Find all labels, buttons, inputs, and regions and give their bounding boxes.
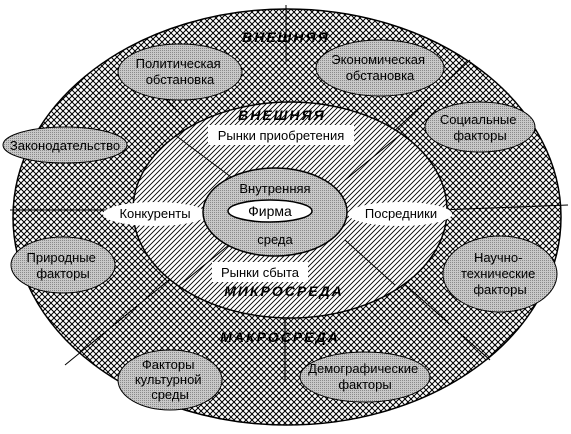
inner-subtitle: среда xyxy=(257,232,293,247)
middle-subtitle: МИКРОСРЕДА xyxy=(224,283,344,299)
micro-right-label-bg xyxy=(348,202,452,226)
scientific-factor-oval xyxy=(442,235,558,313)
social-factor-oval xyxy=(424,101,536,153)
micro-left-label-bg xyxy=(103,202,207,226)
micro-dividers xyxy=(174,134,401,286)
firm-label: Фирма xyxy=(248,203,292,219)
economic-factor-oval xyxy=(315,39,445,97)
micro-left-label: Конкуренты xyxy=(119,206,190,221)
political-factor-label: Политическая обстановка xyxy=(136,56,225,87)
social-factor-label: Социальные факторы xyxy=(440,112,520,143)
scientific-factor-label: Научно- технические факторы xyxy=(461,250,539,297)
legislation-factor-oval xyxy=(2,126,128,164)
demographic-factor-label: Демографические факторы xyxy=(308,361,422,392)
cultural-factor-label: Факторы культурной среды xyxy=(135,357,205,402)
inner-title: Внутренняя xyxy=(239,181,310,196)
micro-bottom-label: Рынки сбыта xyxy=(221,265,300,280)
micro-bottom-label-bg xyxy=(212,262,308,282)
economic-factor-label: Экономическая обстановка xyxy=(331,52,428,83)
macro-factor-ovals xyxy=(2,39,558,411)
natural-factor-label: Природные факторы xyxy=(27,250,100,281)
demographic-factor-oval xyxy=(299,351,431,403)
outer-subtitle: МАКРОСРЕДА xyxy=(220,329,340,345)
cultural-factor-oval xyxy=(117,349,223,411)
natural-factor-oval xyxy=(10,236,116,294)
legislation-factor-label: Законодательство xyxy=(10,138,120,153)
firm-center xyxy=(227,199,313,223)
micro-right-label: Посредники xyxy=(365,206,437,221)
outer-title: ВНЕШНЯЯ xyxy=(242,29,330,45)
political-factor-oval xyxy=(117,43,243,101)
micro-top-label: Рынки приобретения xyxy=(218,128,345,143)
middle-title: ВНЕШНЯЯ xyxy=(238,107,326,123)
micro-top-label-bg xyxy=(208,125,354,145)
